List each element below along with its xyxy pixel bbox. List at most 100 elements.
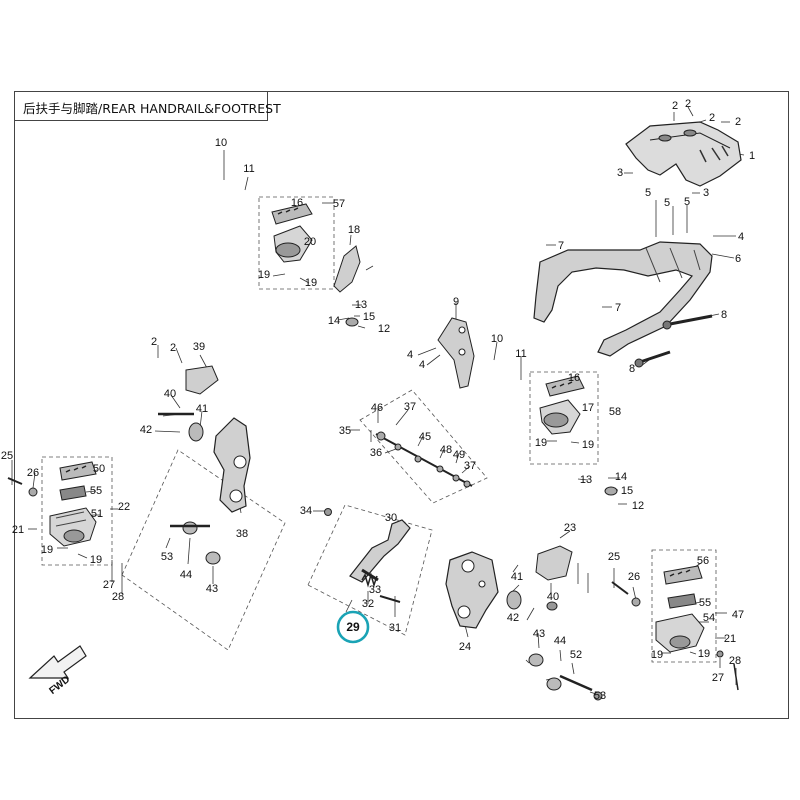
group-box-58	[529, 371, 599, 465]
part-label-57: 57	[333, 198, 345, 210]
footpeg-part-56	[663, 565, 703, 585]
part-label-6: 6	[735, 253, 741, 265]
part-label-19-5: 19	[41, 544, 53, 556]
part-label-7-2: 7	[615, 302, 621, 314]
footrest-bracket-part-18	[333, 245, 361, 293]
part-label-11-1: 11	[243, 163, 254, 175]
part-label-24: 24	[459, 641, 471, 653]
part-label-58: 58	[609, 406, 621, 418]
part-label-37-2: 37	[464, 460, 476, 472]
group-box-22	[41, 456, 113, 566]
part-label-3-1: 3	[617, 167, 623, 179]
part-label-55-2: 55	[699, 597, 711, 609]
part-label-5-2: 5	[664, 197, 670, 209]
part-label-43-2: 43	[533, 628, 545, 640]
group-box-57	[258, 196, 335, 290]
part-label-47: 47	[732, 609, 744, 621]
footpeg-part-16-right	[545, 375, 585, 397]
part-label-14-1: 14	[328, 315, 340, 327]
part-label-26-1: 26	[27, 467, 39, 479]
part-label-44-2: 44	[554, 635, 566, 647]
part-label-54: 54	[703, 612, 715, 624]
part-label-46: 46	[371, 402, 383, 414]
part-label-9: 9	[453, 296, 459, 308]
part-label-15-1: 15	[363, 311, 375, 323]
cover-part-23	[535, 545, 573, 581]
part-label-38: 38	[236, 528, 248, 540]
footpeg-base-part-54	[655, 613, 705, 653]
part-label-12-2: 12	[632, 500, 644, 512]
part-label-13-2: 13	[580, 474, 592, 486]
part-label-30: 30	[385, 512, 397, 524]
part-label-26-2: 26	[628, 571, 640, 583]
part-label-55-1: 55	[90, 485, 102, 497]
part-label-20: 20	[304, 236, 316, 248]
part-label-2-4: 2	[735, 116, 741, 128]
part-label-43-1: 43	[206, 583, 218, 595]
footrest-mount-part-38	[213, 417, 251, 513]
group-boxes	[41, 196, 717, 663]
part-label-8-2: 8	[629, 363, 635, 375]
title-box: 后扶手与脚踏/REAR HANDRAIL&FOOTREST	[14, 91, 281, 121]
part-label-31: 31	[389, 622, 401, 634]
part-label-36: 36	[370, 447, 382, 459]
part-label-27-2: 27	[712, 672, 724, 684]
part-label-42-2: 42	[507, 612, 519, 624]
footpeg-rubber-part-55-right	[667, 593, 697, 609]
part-label-50: 50	[93, 463, 105, 475]
bracket-part-39	[185, 365, 219, 395]
part-label-19-4: 19	[582, 439, 594, 451]
part-label-4-1: 4	[738, 231, 744, 243]
part-label-12-1: 12	[378, 323, 390, 335]
part-label-14-2: 14	[615, 471, 627, 483]
leader-lines	[11, 106, 745, 695]
part-label-37-1: 37	[404, 401, 416, 413]
part-label-2-2: 2	[685, 98, 691, 110]
part-label-48: 48	[440, 444, 452, 456]
part-label-5-3: 5	[684, 196, 690, 208]
diagram-title: 后扶手与脚踏/REAR HANDRAIL&FOOTREST	[23, 101, 281, 116]
part-label-29: 29	[346, 620, 360, 634]
part-label-34: 34	[300, 505, 312, 517]
part-label-3-2: 3	[703, 187, 709, 199]
part-label-39: 39	[193, 341, 205, 353]
part-label-19-2: 19	[305, 277, 317, 289]
part-label-11-2: 11	[515, 348, 526, 360]
part-label-10-2: 10	[491, 333, 503, 345]
part-label-28-2: 28	[729, 655, 741, 667]
part-label-53-2: 53	[594, 690, 606, 702]
part-label-19-3: 19	[535, 437, 547, 449]
part-label-18: 18	[348, 224, 360, 236]
footrest-bracket-part-9	[437, 317, 475, 389]
part-label-44-1: 44	[180, 569, 192, 581]
part-label-53-1: 53	[161, 551, 173, 563]
group-box-38	[121, 449, 286, 651]
footpeg-part-16	[271, 203, 313, 225]
part-label-2-1: 2	[672, 100, 678, 112]
part-label-40-1: 40	[164, 388, 176, 400]
parts	[7, 121, 742, 701]
part-label-33: 33	[369, 584, 381, 596]
footpeg-part-50	[59, 461, 97, 481]
part-label-19-8: 19	[698, 648, 710, 660]
part-label-49: 49	[453, 449, 465, 461]
part-label-2-6: 2	[151, 336, 157, 348]
part-label-21-2: 21	[724, 633, 736, 645]
part-label-25-1: 25	[1, 450, 13, 462]
part-label-45: 45	[419, 431, 431, 443]
part-label-28-1: 28	[112, 591, 124, 603]
spring-part-33	[361, 572, 378, 588]
group-box-35	[359, 389, 488, 504]
forward-arrow-icon	[28, 645, 87, 679]
part-label-4-3: 4	[419, 359, 425, 371]
footpeg-rubber-part-55	[59, 485, 87, 501]
part-label-15-2: 15	[621, 485, 633, 497]
part-label-41-2: 41	[511, 571, 523, 583]
rear-rack-frame-part-6	[533, 241, 713, 357]
part-label-1: 1	[749, 150, 755, 162]
part-label-4-2: 4	[407, 349, 413, 361]
part-label-7-1: 7	[558, 240, 564, 252]
part-label-35: 35	[339, 425, 351, 437]
